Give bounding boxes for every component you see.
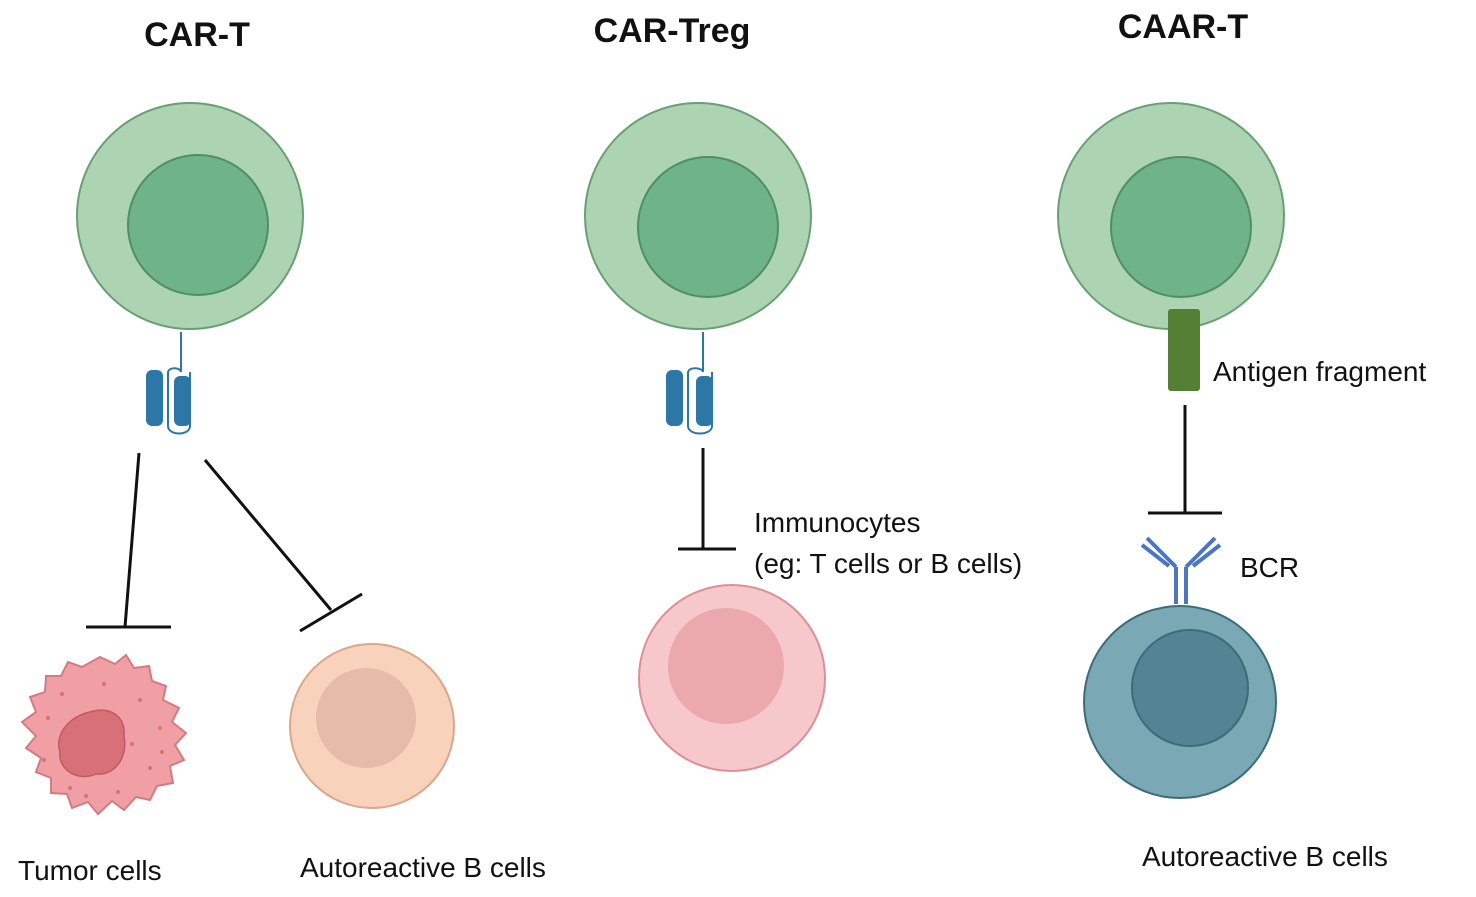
car-t-cell bbox=[76, 102, 304, 330]
autoreactive-b-cell bbox=[1083, 605, 1277, 799]
tumor-cell-nucleus bbox=[57, 709, 126, 778]
immunocyte-cell bbox=[638, 584, 826, 772]
panel-caar-t: CAAR-T Antigen fragment BCR Autoreactive… bbox=[1057, 8, 1426, 872]
car-t-cell-nucleus bbox=[127, 154, 269, 296]
panel-title-caar-t: CAAR-T bbox=[1118, 8, 1249, 46]
label-bcr: BCR bbox=[1240, 552, 1299, 583]
car-treg-cell-nucleus bbox=[637, 156, 779, 298]
label-antigen-fragment: Antigen fragment bbox=[1213, 356, 1426, 387]
inhibition-arrow-immunocyte bbox=[678, 448, 736, 551]
panel-title-car-treg: CAR-Treg bbox=[594, 12, 751, 50]
tumor-cell bbox=[20, 653, 188, 816]
panel-title-car-t: CAR-T bbox=[144, 16, 250, 54]
autoreactive-b-cell-nucleus bbox=[1131, 629, 1249, 747]
autoreactive-b-cell bbox=[289, 643, 455, 809]
label-immunocytes: Immunocytes bbox=[754, 507, 921, 538]
inhibition-arrow-tumor bbox=[86, 452, 171, 629]
label-immunocytes-example: (eg: T cells or B cells) bbox=[754, 548, 1022, 579]
label-autoreactive-b-cells: Autoreactive B cells bbox=[300, 852, 546, 883]
label-tumor-cells: Tumor cells bbox=[18, 855, 162, 886]
b-cell-nucleus bbox=[316, 668, 416, 768]
immunocyte-nucleus bbox=[668, 608, 784, 724]
caar-t-cell-nucleus bbox=[1110, 156, 1252, 298]
car-treg-cell bbox=[584, 102, 812, 330]
antigen-fragment-icon bbox=[1168, 309, 1200, 391]
caar-t-cell bbox=[1057, 102, 1285, 330]
inhibition-arrow-bcr bbox=[1148, 405, 1222, 515]
panel-car-treg: CAR-Treg Immunocytes (eg: T cells or B c… bbox=[584, 12, 1022, 772]
label-autoreactive-b-cells: Autoreactive B cells bbox=[1142, 841, 1388, 872]
panel-car-t: CAR-T bbox=[18, 16, 546, 886]
bcr-icon bbox=[1140, 536, 1222, 604]
car-receptor-icon bbox=[666, 332, 713, 435]
inhibition-arrow-b-cell bbox=[203, 459, 363, 633]
car-receptor-icon bbox=[146, 332, 191, 435]
